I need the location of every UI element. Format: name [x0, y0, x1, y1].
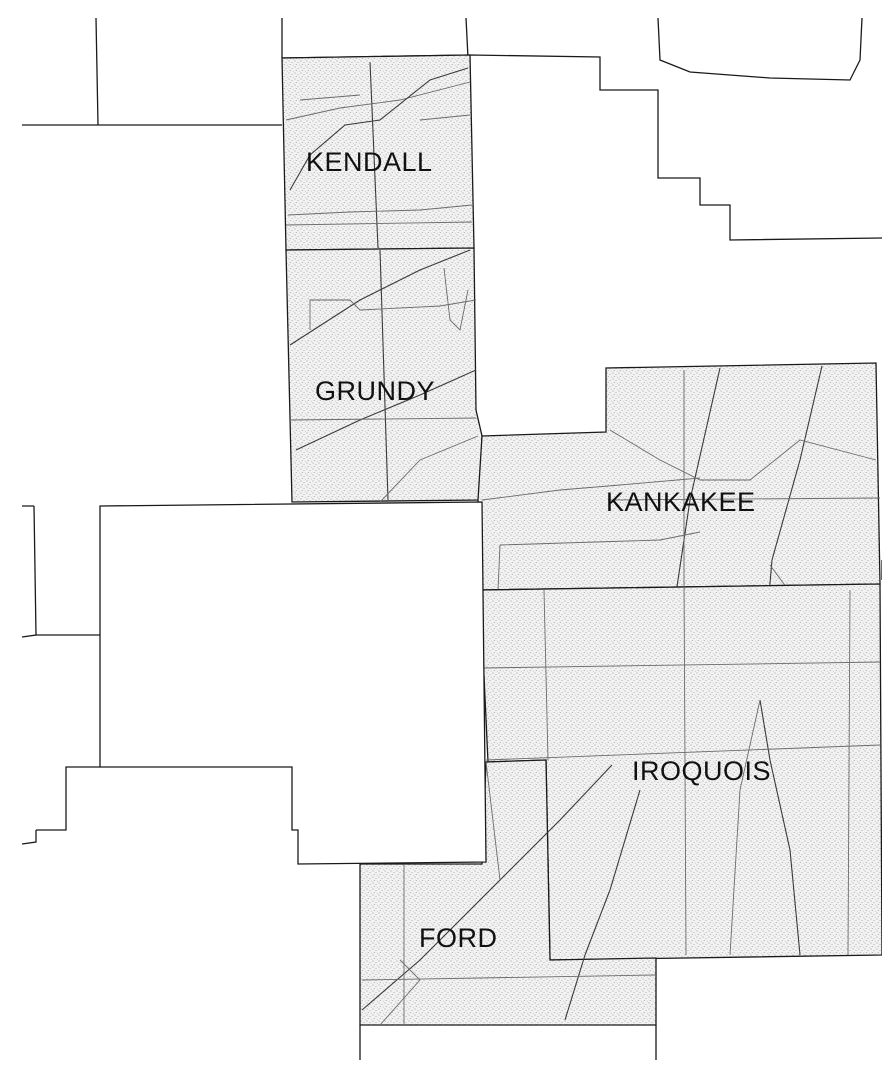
blank-county	[99, 501, 487, 865]
county-label-grundy: GRUNDY	[315, 376, 435, 406]
county-label-kankakee: KANKAKEE	[606, 487, 756, 517]
surrounding-boundaries	[21, 17, 882, 1060]
county-label-ford: FORD	[419, 923, 498, 953]
county-label-kendall: KENDALL	[306, 147, 433, 177]
county-label-iroquois: IROQUOIS	[632, 756, 771, 786]
county-grundy[interactable]	[285, 247, 483, 503]
county-kendall[interactable]	[281, 54, 475, 251]
